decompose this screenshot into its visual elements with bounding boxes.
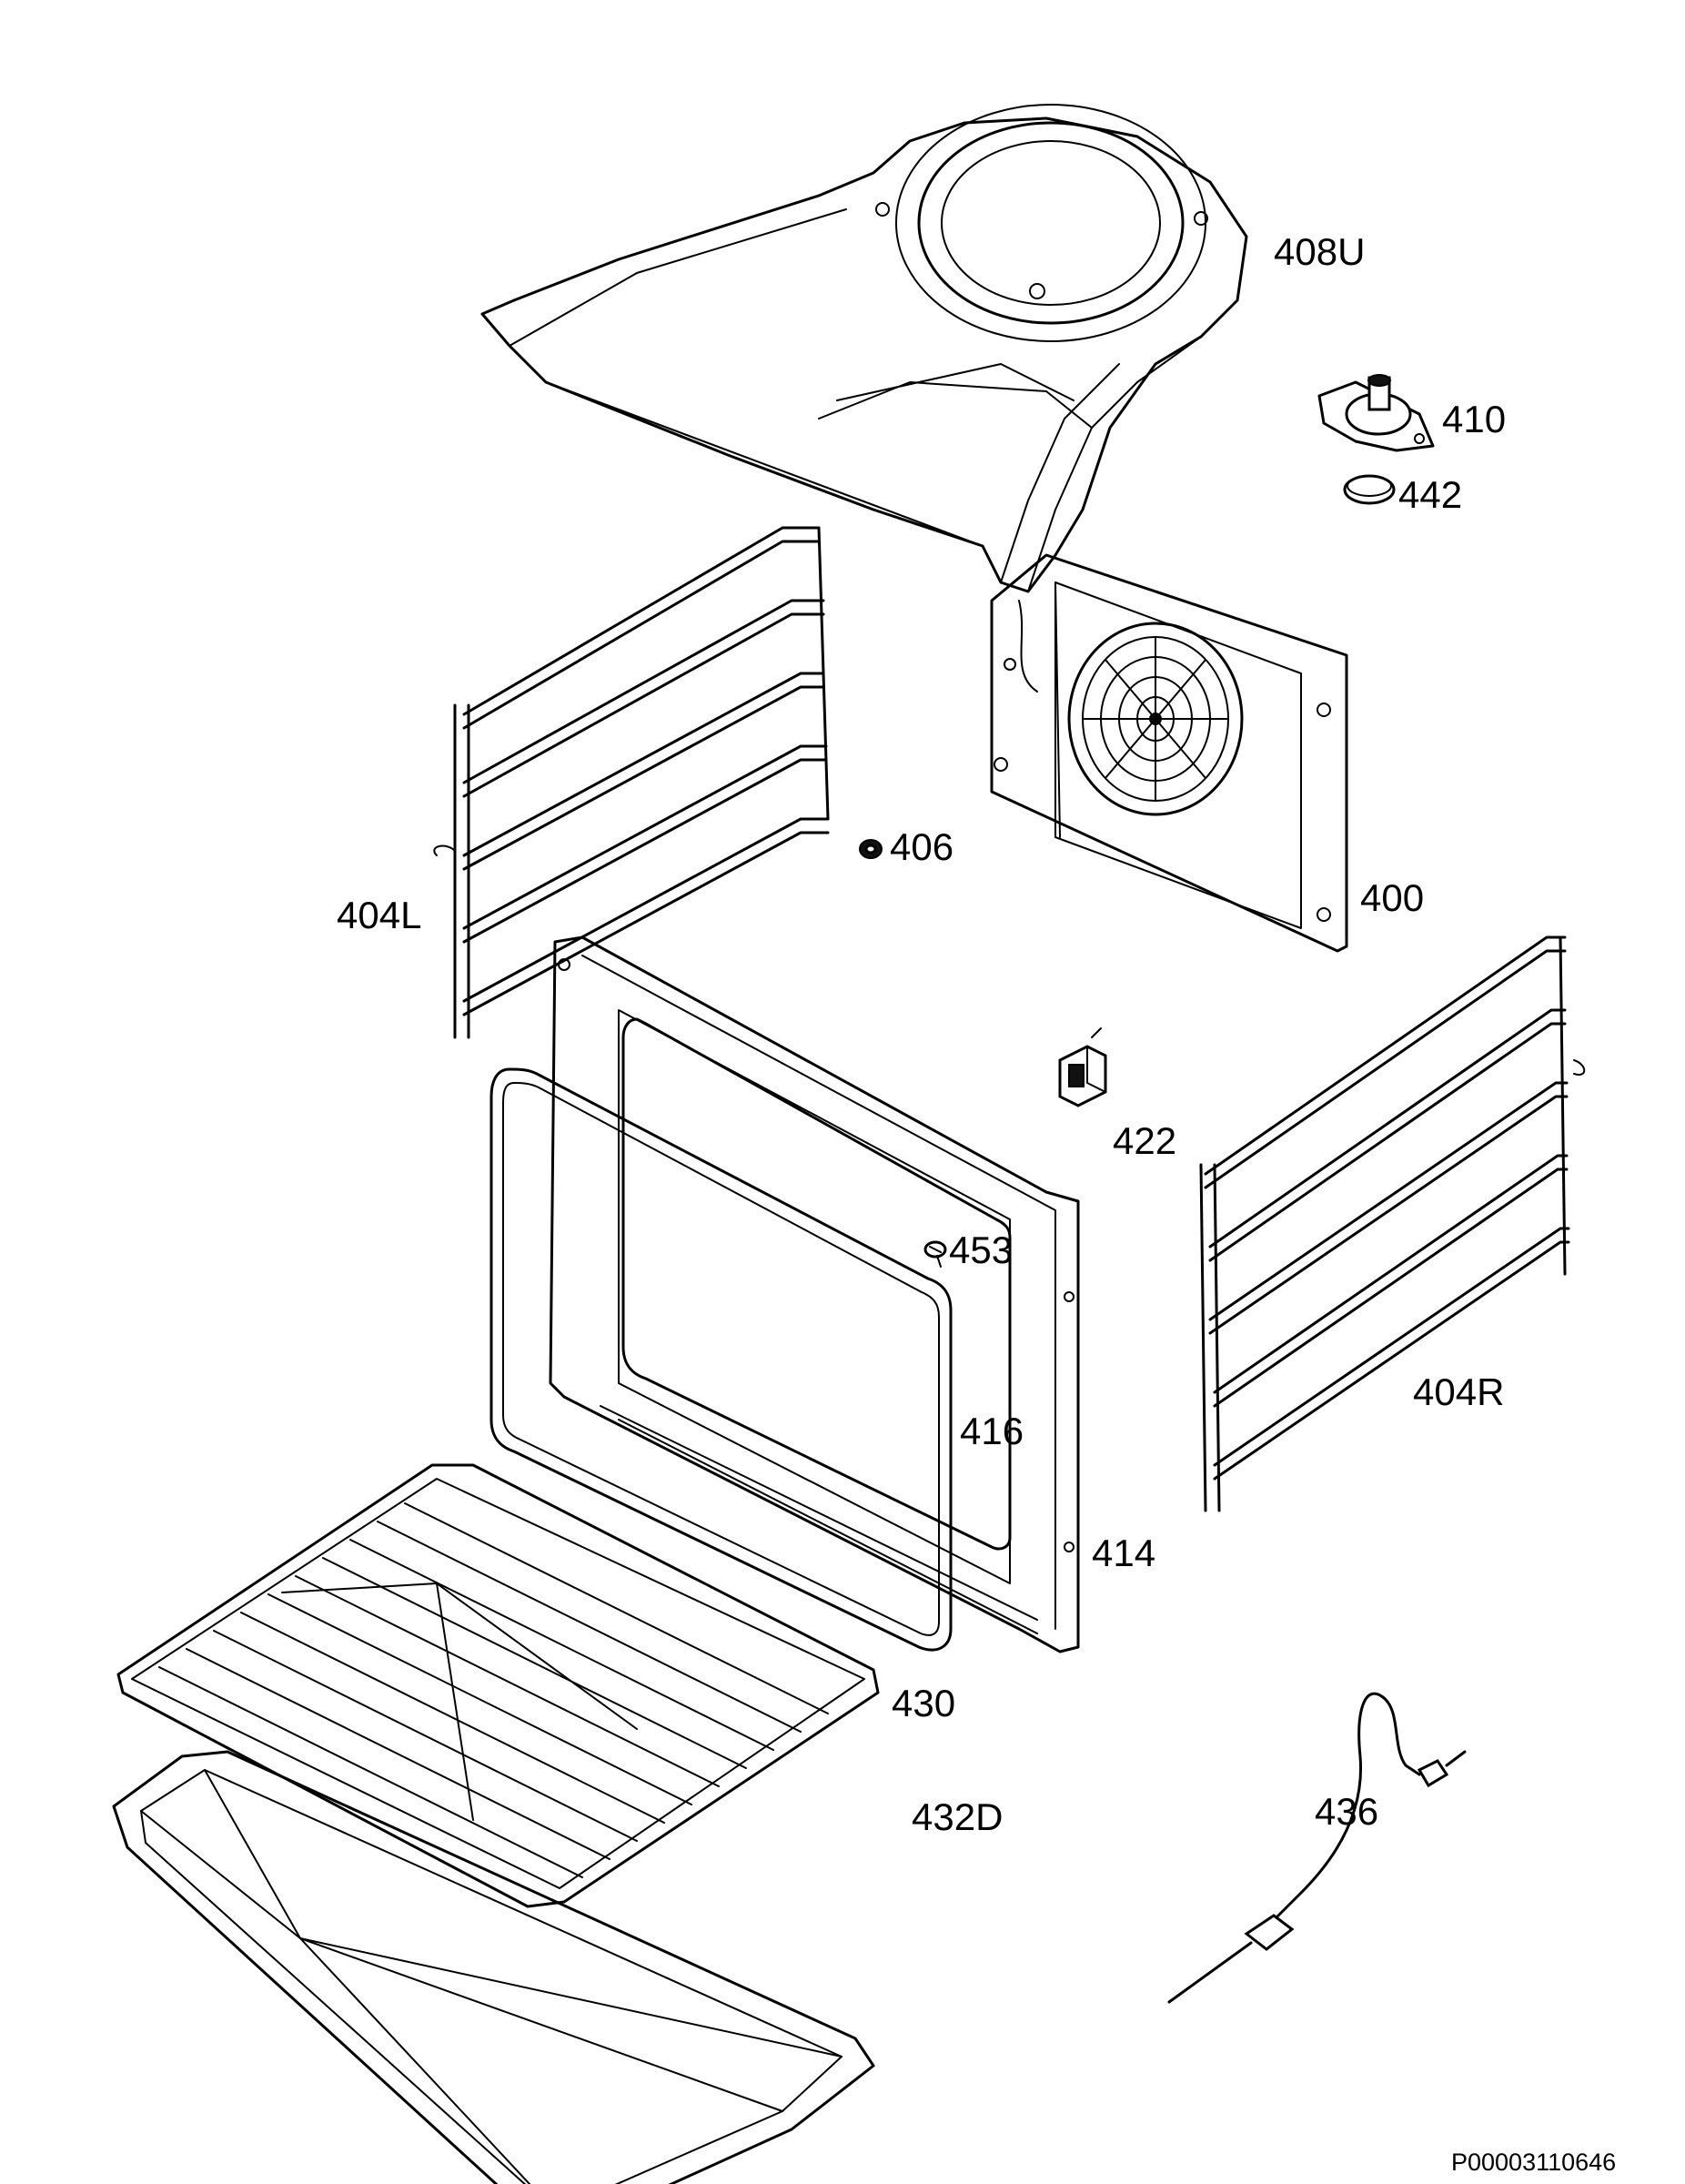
label-408U: 408U (1274, 230, 1366, 273)
part-453-screw (923, 1240, 947, 1268)
part-442-disc (1343, 474, 1396, 505)
label-404L: 404L (337, 894, 422, 936)
label-436: 436 (1315, 1790, 1379, 1833)
part-430-wire-rack (116, 1463, 880, 1908)
document-id: P00003110646 (1451, 2149, 1617, 2176)
label-400: 400 (1360, 876, 1425, 919)
part-408U-air-duct (480, 104, 1248, 593)
label-416: 416 (960, 1410, 1024, 1452)
part-400-back-panel (990, 553, 1348, 953)
label-422: 422 (1113, 1119, 1177, 1162)
part-404L-left-rail (433, 526, 830, 1039)
part-436-meat-probe (1167, 1692, 1467, 2004)
label-410: 410 (1442, 398, 1507, 440)
label-453: 453 (949, 1228, 1014, 1271)
label-430: 430 (892, 1682, 956, 1724)
label-404R: 404R (1413, 1370, 1505, 1413)
label-442: 442 (1398, 473, 1463, 516)
label-414: 414 (1092, 1532, 1156, 1574)
part-404R-right-rail (1199, 935, 1586, 1512)
label-406: 406 (890, 825, 954, 868)
part-410-motor-mount (1317, 374, 1435, 452)
part-432D-baking-tray (112, 1750, 875, 2184)
part-416-door-seal (489, 1067, 953, 1652)
label-432D: 432D (912, 1795, 1004, 1838)
part-422-lamp-holder (1058, 1027, 1107, 1107)
part-406-clip (859, 839, 883, 859)
part-414-front-frame (549, 935, 1080, 1653)
